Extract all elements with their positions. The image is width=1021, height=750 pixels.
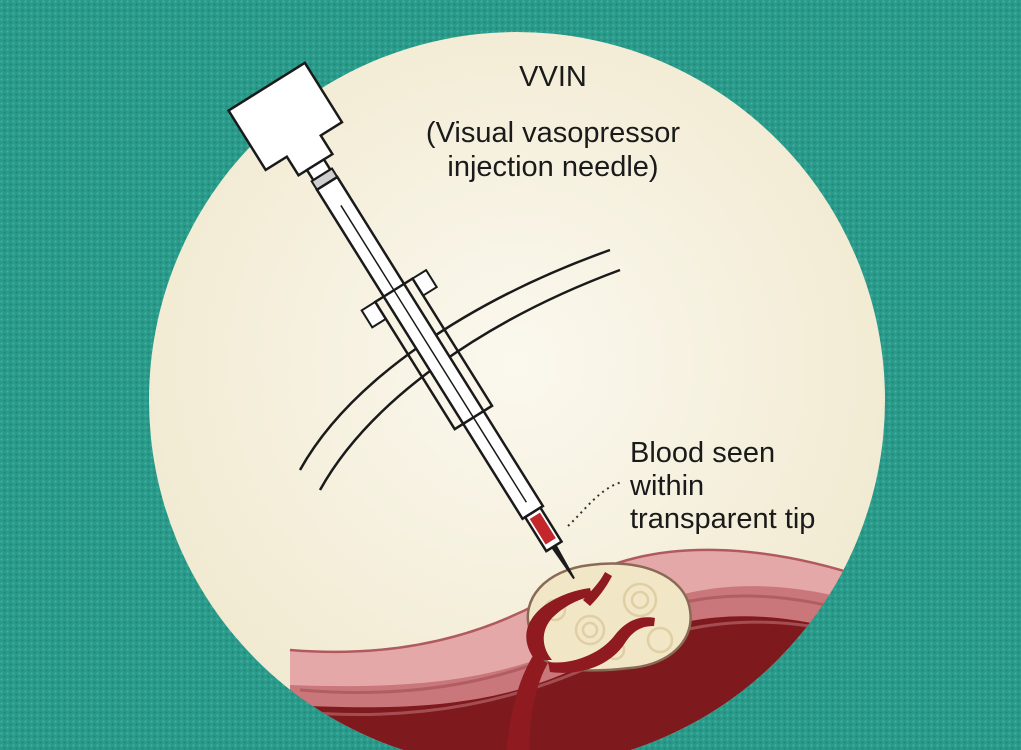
callout-line-1: Blood seen xyxy=(630,437,775,469)
needle-sheath xyxy=(373,276,494,431)
vessel-branch-right xyxy=(548,617,655,673)
callout-leader xyxy=(567,481,623,527)
title-line-2: (Visual vasopressor xyxy=(426,117,680,149)
needle-inner-line xyxy=(340,205,528,503)
needle-point xyxy=(551,544,575,580)
callout-line-3: transparent tip xyxy=(630,503,815,535)
vessel-branch-left xyxy=(526,588,592,660)
callout-line-2: within xyxy=(629,470,704,502)
vvin-needle xyxy=(226,61,575,580)
title-line-1: VVIN xyxy=(519,61,587,93)
needle-hub xyxy=(226,61,344,178)
clot-mass xyxy=(526,562,692,672)
needle-tip-blood xyxy=(529,512,556,545)
vessel-branch-top xyxy=(583,572,612,606)
vessel-trunk xyxy=(505,600,592,750)
title-line-3: injection needle) xyxy=(447,151,658,183)
